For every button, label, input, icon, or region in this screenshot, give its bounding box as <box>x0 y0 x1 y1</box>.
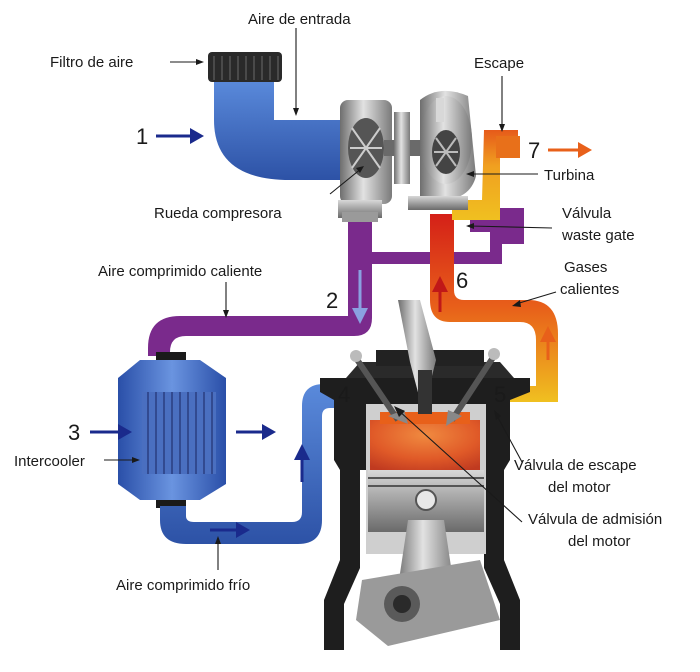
step-number-1: 1 <box>136 124 148 149</box>
step-number-3: 3 <box>68 420 80 445</box>
step-number-2: 2 <box>326 288 338 313</box>
label-exhaust-valve-1: Válvula de escape <box>514 457 637 474</box>
wastegate-pipe <box>470 208 524 262</box>
turbocharger <box>338 90 476 222</box>
label-air-filter: Filtro de aire <box>50 54 133 71</box>
label-exhaust-valve-2: del motor <box>548 479 611 496</box>
label-hot-gases-2: calientes <box>560 281 619 298</box>
label-cold-compressed-air: Aire comprimido frío <box>116 577 250 594</box>
label-hot-compressed-air: Aire comprimido caliente <box>98 263 262 280</box>
step-numbers: 1 2 3 4 5 6 7 <box>68 124 540 445</box>
step-number-6: 6 <box>456 268 468 293</box>
step-number-5: 5 <box>494 382 506 407</box>
label-turbine: Turbina <box>544 167 595 184</box>
exhaust-outlet-pipe <box>452 130 520 220</box>
label-intercooler: Intercooler <box>14 453 85 470</box>
flow-arrows <box>90 128 592 538</box>
label-wastegate-2: waste gate <box>561 227 635 244</box>
label-wastegate-1: Válvula <box>562 205 612 222</box>
intake-pipe <box>208 52 342 180</box>
exhaust-pipe <box>430 214 558 402</box>
step-number-4: 4 <box>338 382 350 407</box>
engine <box>320 300 530 650</box>
label-intake-air: Aire de entrada <box>248 11 351 28</box>
leader-lines <box>104 28 557 570</box>
label-intake-valve-2: del motor <box>568 533 631 550</box>
label-compressor-wheel: Rueda compresora <box>154 205 282 222</box>
intercooler <box>118 360 226 508</box>
labels: Filtro de aire Aire de entrada Escape Tu… <box>14 11 662 594</box>
label-exhaust: Escape <box>474 55 524 72</box>
label-hot-gases-1: Gases <box>564 259 607 276</box>
label-intake-valve-1: Válvula de admisión <box>528 511 662 528</box>
step-number-7: 7 <box>528 138 540 163</box>
